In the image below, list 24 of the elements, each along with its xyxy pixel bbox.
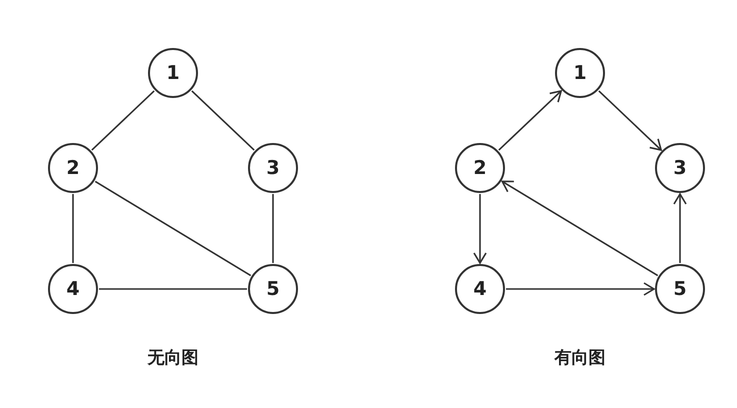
- arrow: [673, 193, 687, 263]
- vertex-circle: 2: [48, 143, 98, 193]
- vertex-circle: 2: [455, 143, 505, 193]
- arrow: [501, 180, 658, 276]
- edge-line: [72, 194, 74, 263]
- edge-line: [99, 288, 247, 290]
- vertex-circle: 5: [248, 264, 298, 314]
- edge-line: [91, 90, 155, 151]
- edge-line: [272, 194, 274, 263]
- graph-caption: 有向图: [554, 347, 606, 369]
- arrow: [598, 90, 662, 151]
- vertex-circle: 3: [248, 143, 298, 193]
- vertex-circle: 5: [655, 264, 705, 314]
- vertex-circle: 4: [455, 264, 505, 314]
- arrow: [506, 282, 655, 296]
- graph-caption: 无向图: [148, 347, 198, 369]
- vertex-circle: 3: [655, 143, 705, 193]
- arrow: [498, 90, 562, 151]
- edge-line: [191, 90, 255, 151]
- arrow: [473, 194, 487, 264]
- vertex-circle: 4: [48, 264, 98, 314]
- vertex-circle: 1: [148, 48, 198, 98]
- vertex-circle: 1: [555, 48, 605, 98]
- edge-line: [94, 180, 252, 276]
